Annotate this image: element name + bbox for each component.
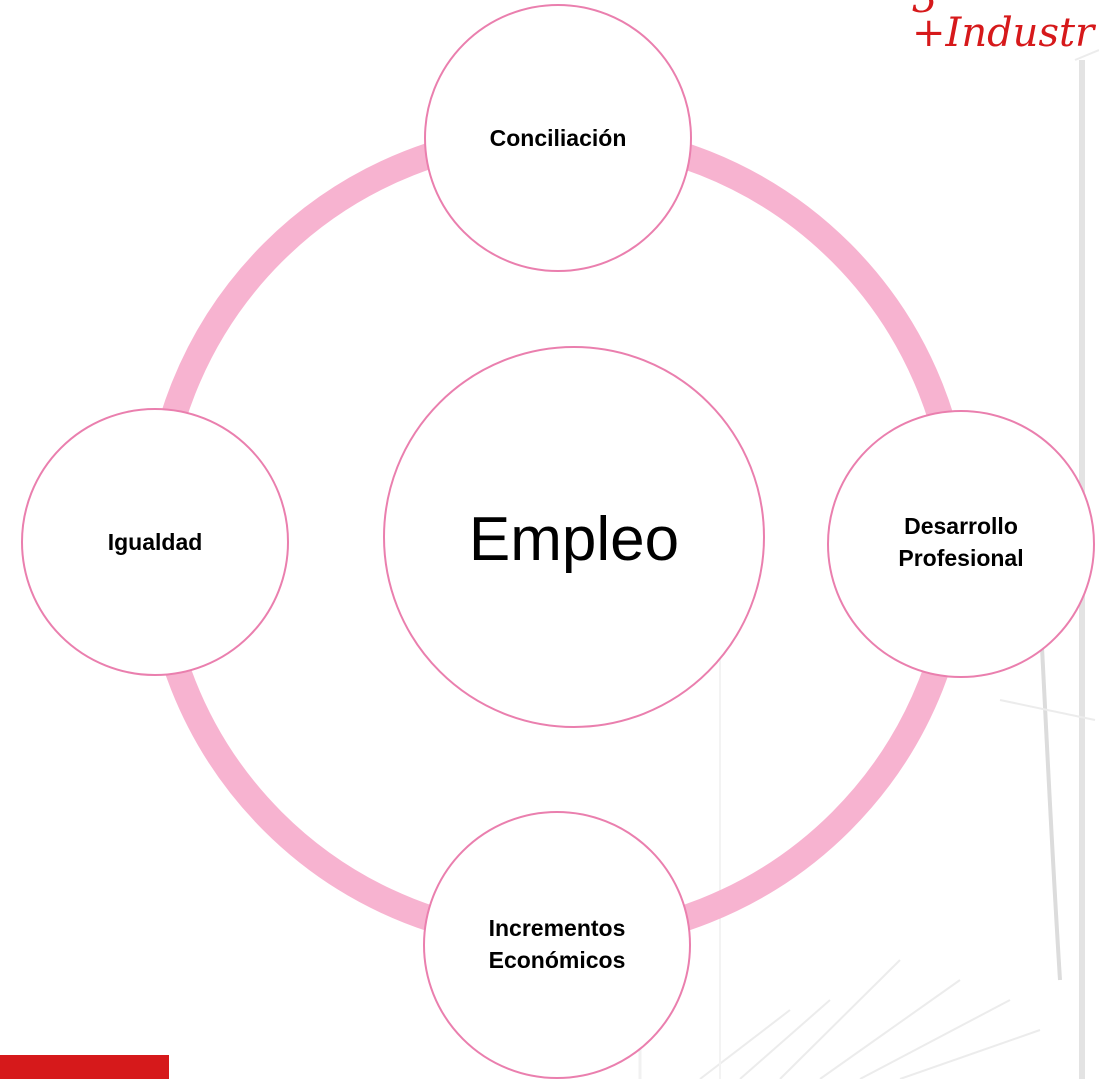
accent-bar [0,1055,169,1079]
node-label-bottom-line1: Incrementos [489,915,626,941]
node-circle-left [21,408,289,676]
node-label-left: Igualdad [108,529,203,555]
node-desarrollo-profesional[interactable]: Desarrollo Profesional [827,410,1095,678]
node-circle-right [827,410,1095,678]
brand-logo: 3 +Industr [912,0,1097,56]
node-igualdad[interactable]: Igualdad [21,408,289,676]
node-incrementos-economicos[interactable]: Incrementos Económicos [423,811,691,1079]
node-label-right-line1: Desarrollo [904,513,1018,539]
center-node[interactable]: Empleo [383,346,765,728]
node-label-right-line2: Profesional [898,545,1023,571]
center-circle [383,346,765,728]
node-label-bottom-line2: Económicos [489,947,626,973]
node-label-top: Conciliación [490,125,627,151]
node-circle-top [424,4,692,272]
center-label: Empleo [469,505,679,574]
node-conciliacion[interactable]: Conciliación [424,4,692,272]
logo-text-top: 3 [912,0,937,22]
logo-text-bottom: +Industr [912,10,1097,56]
node-circle-bottom [423,811,691,1079]
